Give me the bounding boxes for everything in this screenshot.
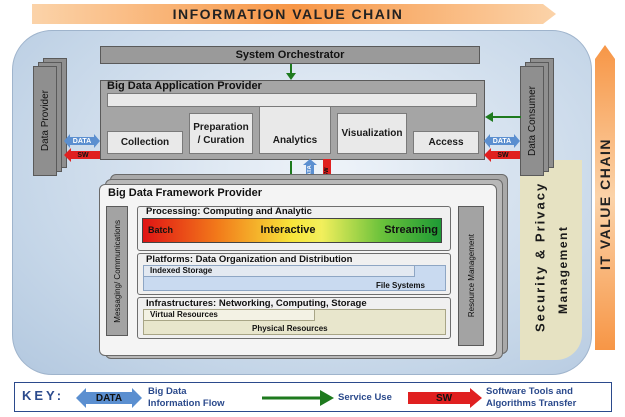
key-data-desc-line1: Big Data [148,386,187,397]
it-value-chain-label: IT VALUE CHAIN [597,138,613,271]
file-systems-label: File Systems [376,281,425,290]
consumer-sw-arrow [484,148,520,162]
key-sw-arrow [408,388,482,408]
key-sw-desc-line1: Software Tools and [486,386,573,397]
resource-management-box: Resource Management [458,206,484,346]
analytics-activity: Analytics [259,107,331,154]
preparation-label-line2: / Curation [197,134,245,146]
key-label: KEY: [22,388,65,403]
application-provider-title: Big Data Application Provider [107,80,262,92]
security-privacy-label: Security & Privacy [532,181,548,333]
key-data-arrow [76,388,142,408]
processing-gradient-bar [142,218,442,243]
visualization-label: Visualization [341,128,403,139]
data-provider-label: Data Provider [39,90,51,152]
key-data-desc-line2: Information Flow [148,398,225,409]
consumer-service-arrow [485,112,521,122]
consumer-sw-arrow-label: SW [497,151,509,159]
interactive-label: Interactive [260,224,316,236]
preparation-curation-activity: Preparation / Curation [189,113,253,154]
physical-resources-label: Physical Resources [252,324,328,333]
collection-activity: Collection [107,131,183,154]
key-sw-tag: SW [435,392,453,404]
information-value-chain-label: INFORMATION VALUE CHAIN [172,6,404,22]
indexed-storage-box [143,265,415,277]
provider-sw-arrow-label: SW [77,151,89,159]
access-activity: Access [413,131,479,154]
streaming-label: Streaming [384,224,438,236]
consumer-data-arrow [484,134,520,148]
provider-sw-arrow [64,148,100,162]
consumer-data-arrow-label: DATA [492,137,512,145]
security-privacy-band [520,160,582,360]
processing-title: Processing: Computing and Analytic [146,206,312,217]
information-value-chain-arrow [32,4,556,24]
visualization-activity: Visualization [337,113,407,154]
system-orchestrator-box: System Orchestrator [100,46,480,64]
it-value-chain-arrow [595,45,615,350]
orchestrator-service-arrow [286,64,296,80]
application-common-bar [107,93,477,107]
key-service-arrow [262,390,334,406]
virtual-resources-box [143,309,315,321]
key-sw-description: Software Tools and Algorithms Transfer [486,386,576,410]
provider-data-arrow-label: DATA [72,137,92,145]
preparation-label-line1: Preparation [193,121,249,133]
resource-management-label: Resource Management [466,234,476,318]
key-data-tag: DATA [95,392,123,404]
data-consumer-box: Data Consumer [520,66,544,176]
messaging-communications-box: Messaging/ Communications [106,206,128,336]
provider-data-arrow [64,134,100,148]
key-sw-desc-line2: Algorithms Transfer [486,398,577,409]
indexed-storage-label: Indexed Storage [150,266,213,275]
security-management-label: Management [556,225,570,315]
infrastructures-title: Infrastructures: Networking, Computing, … [146,298,367,309]
data-provider-box: Data Provider [33,66,57,176]
virtual-resources-label: Virtual Resources [150,310,218,319]
key-data-description: Big Data Information Flow [148,386,225,410]
analytics-label: Analytics [272,135,318,146]
platforms-title: Platforms: Data Organization and Distrib… [146,254,353,265]
key-service-use-label: Service Use [338,392,392,403]
messaging-communications-label: Messaging/ Communications [112,219,122,323]
framework-provider-title: Big Data Framework Provider [108,187,263,199]
batch-label: Batch [148,225,174,235]
data-consumer-label: Data Consumer [526,85,538,157]
